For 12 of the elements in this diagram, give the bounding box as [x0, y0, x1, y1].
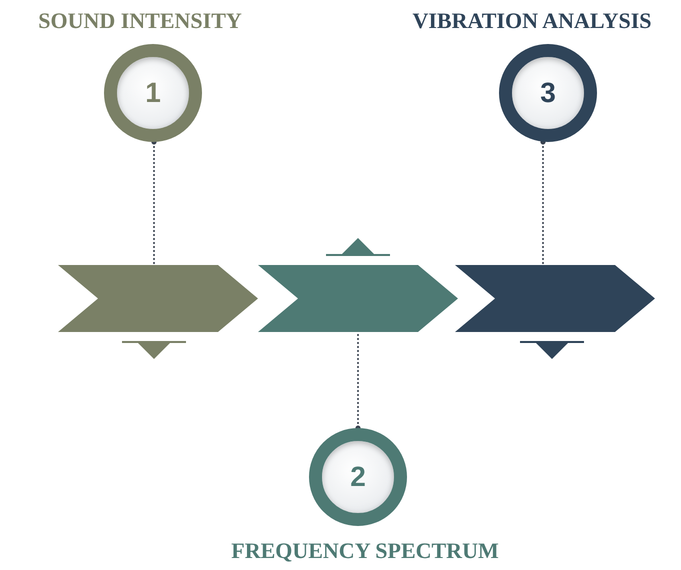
- leader-line: [151, 139, 157, 265]
- heading: FREQUENCY SPECTRUM: [231, 538, 499, 564]
- leader-line: [540, 139, 546, 265]
- chevron-shape: [455, 265, 655, 332]
- number-badge: 3: [499, 44, 597, 142]
- heading: SOUND INTENSITY: [38, 8, 242, 34]
- number-badge: 1: [104, 44, 202, 142]
- chevron-shape: [258, 265, 458, 332]
- number-badge: 2: [309, 428, 407, 526]
- leader-line: [355, 332, 361, 431]
- chevron-shape: [58, 265, 258, 332]
- heading: VIBRATION ANALYSIS: [412, 8, 652, 34]
